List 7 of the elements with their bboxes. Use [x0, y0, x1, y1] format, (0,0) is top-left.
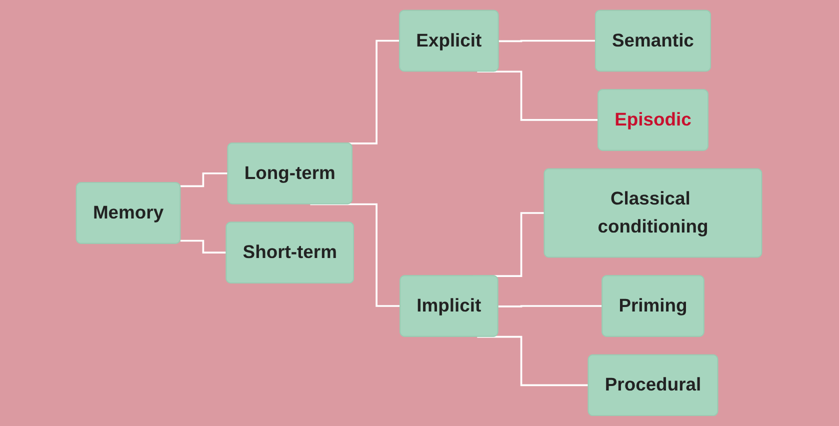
- connector: [499, 40, 598, 42]
- connector: [310, 203, 402, 308]
- connector: [180, 172, 230, 188]
- connector: [478, 336, 590, 387]
- connector: [478, 70, 600, 122]
- connector: [498, 305, 604, 308]
- connector: [180, 240, 228, 254]
